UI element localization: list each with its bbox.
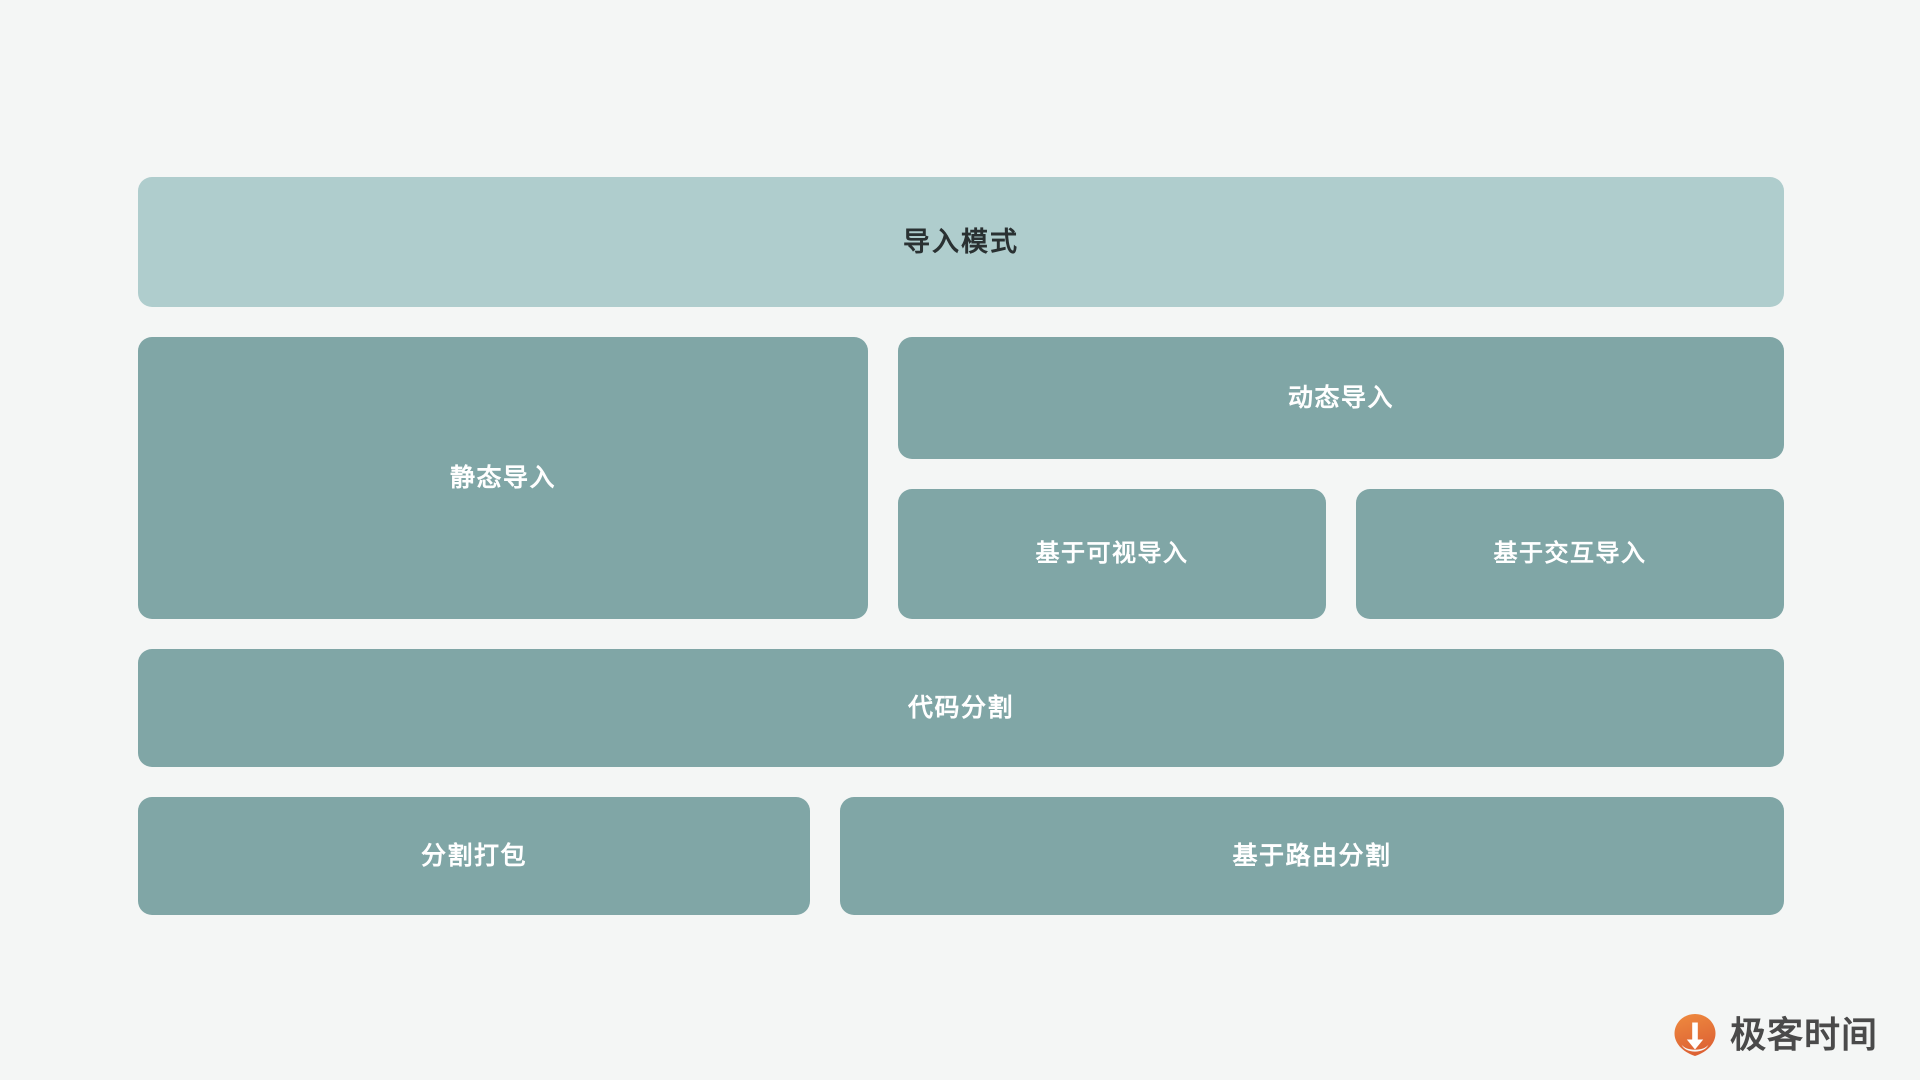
node-visibility-based-import[interactable]: 基于可视导入 [898,489,1326,619]
node-static-import[interactable]: 静态导入 [138,337,868,619]
brand-logo: 极客时间 [1672,1012,1878,1058]
node-dynamic-import[interactable]: 动态导入 [898,337,1784,459]
diagram-header-import-mode: 导入模式 [138,177,1784,307]
import-mode-diagram: 导入模式 静态导入 动态导入 基于可视导入 基于交互导入 代码分割 分割打包 基… [138,177,1784,915]
geektime-pin-icon [1674,1014,1716,1056]
dynamic-import-group: 动态导入 基于可视导入 基于交互导入 [898,337,1784,619]
brand-name: 极客时间 [1729,1014,1878,1055]
import-mode-split-row: 静态导入 动态导入 基于可视导入 基于交互导入 [138,337,1784,619]
node-route-based-splitting[interactable]: 基于路由分割 [840,797,1784,915]
node-code-splitting[interactable]: 代码分割 [138,649,1784,767]
node-split-bundling[interactable]: 分割打包 [138,797,810,915]
code-splitting-children: 分割打包 基于路由分割 [138,797,1784,915]
node-interaction-based-import[interactable]: 基于交互导入 [1356,489,1784,619]
dynamic-import-children: 基于可视导入 基于交互导入 [898,489,1784,619]
